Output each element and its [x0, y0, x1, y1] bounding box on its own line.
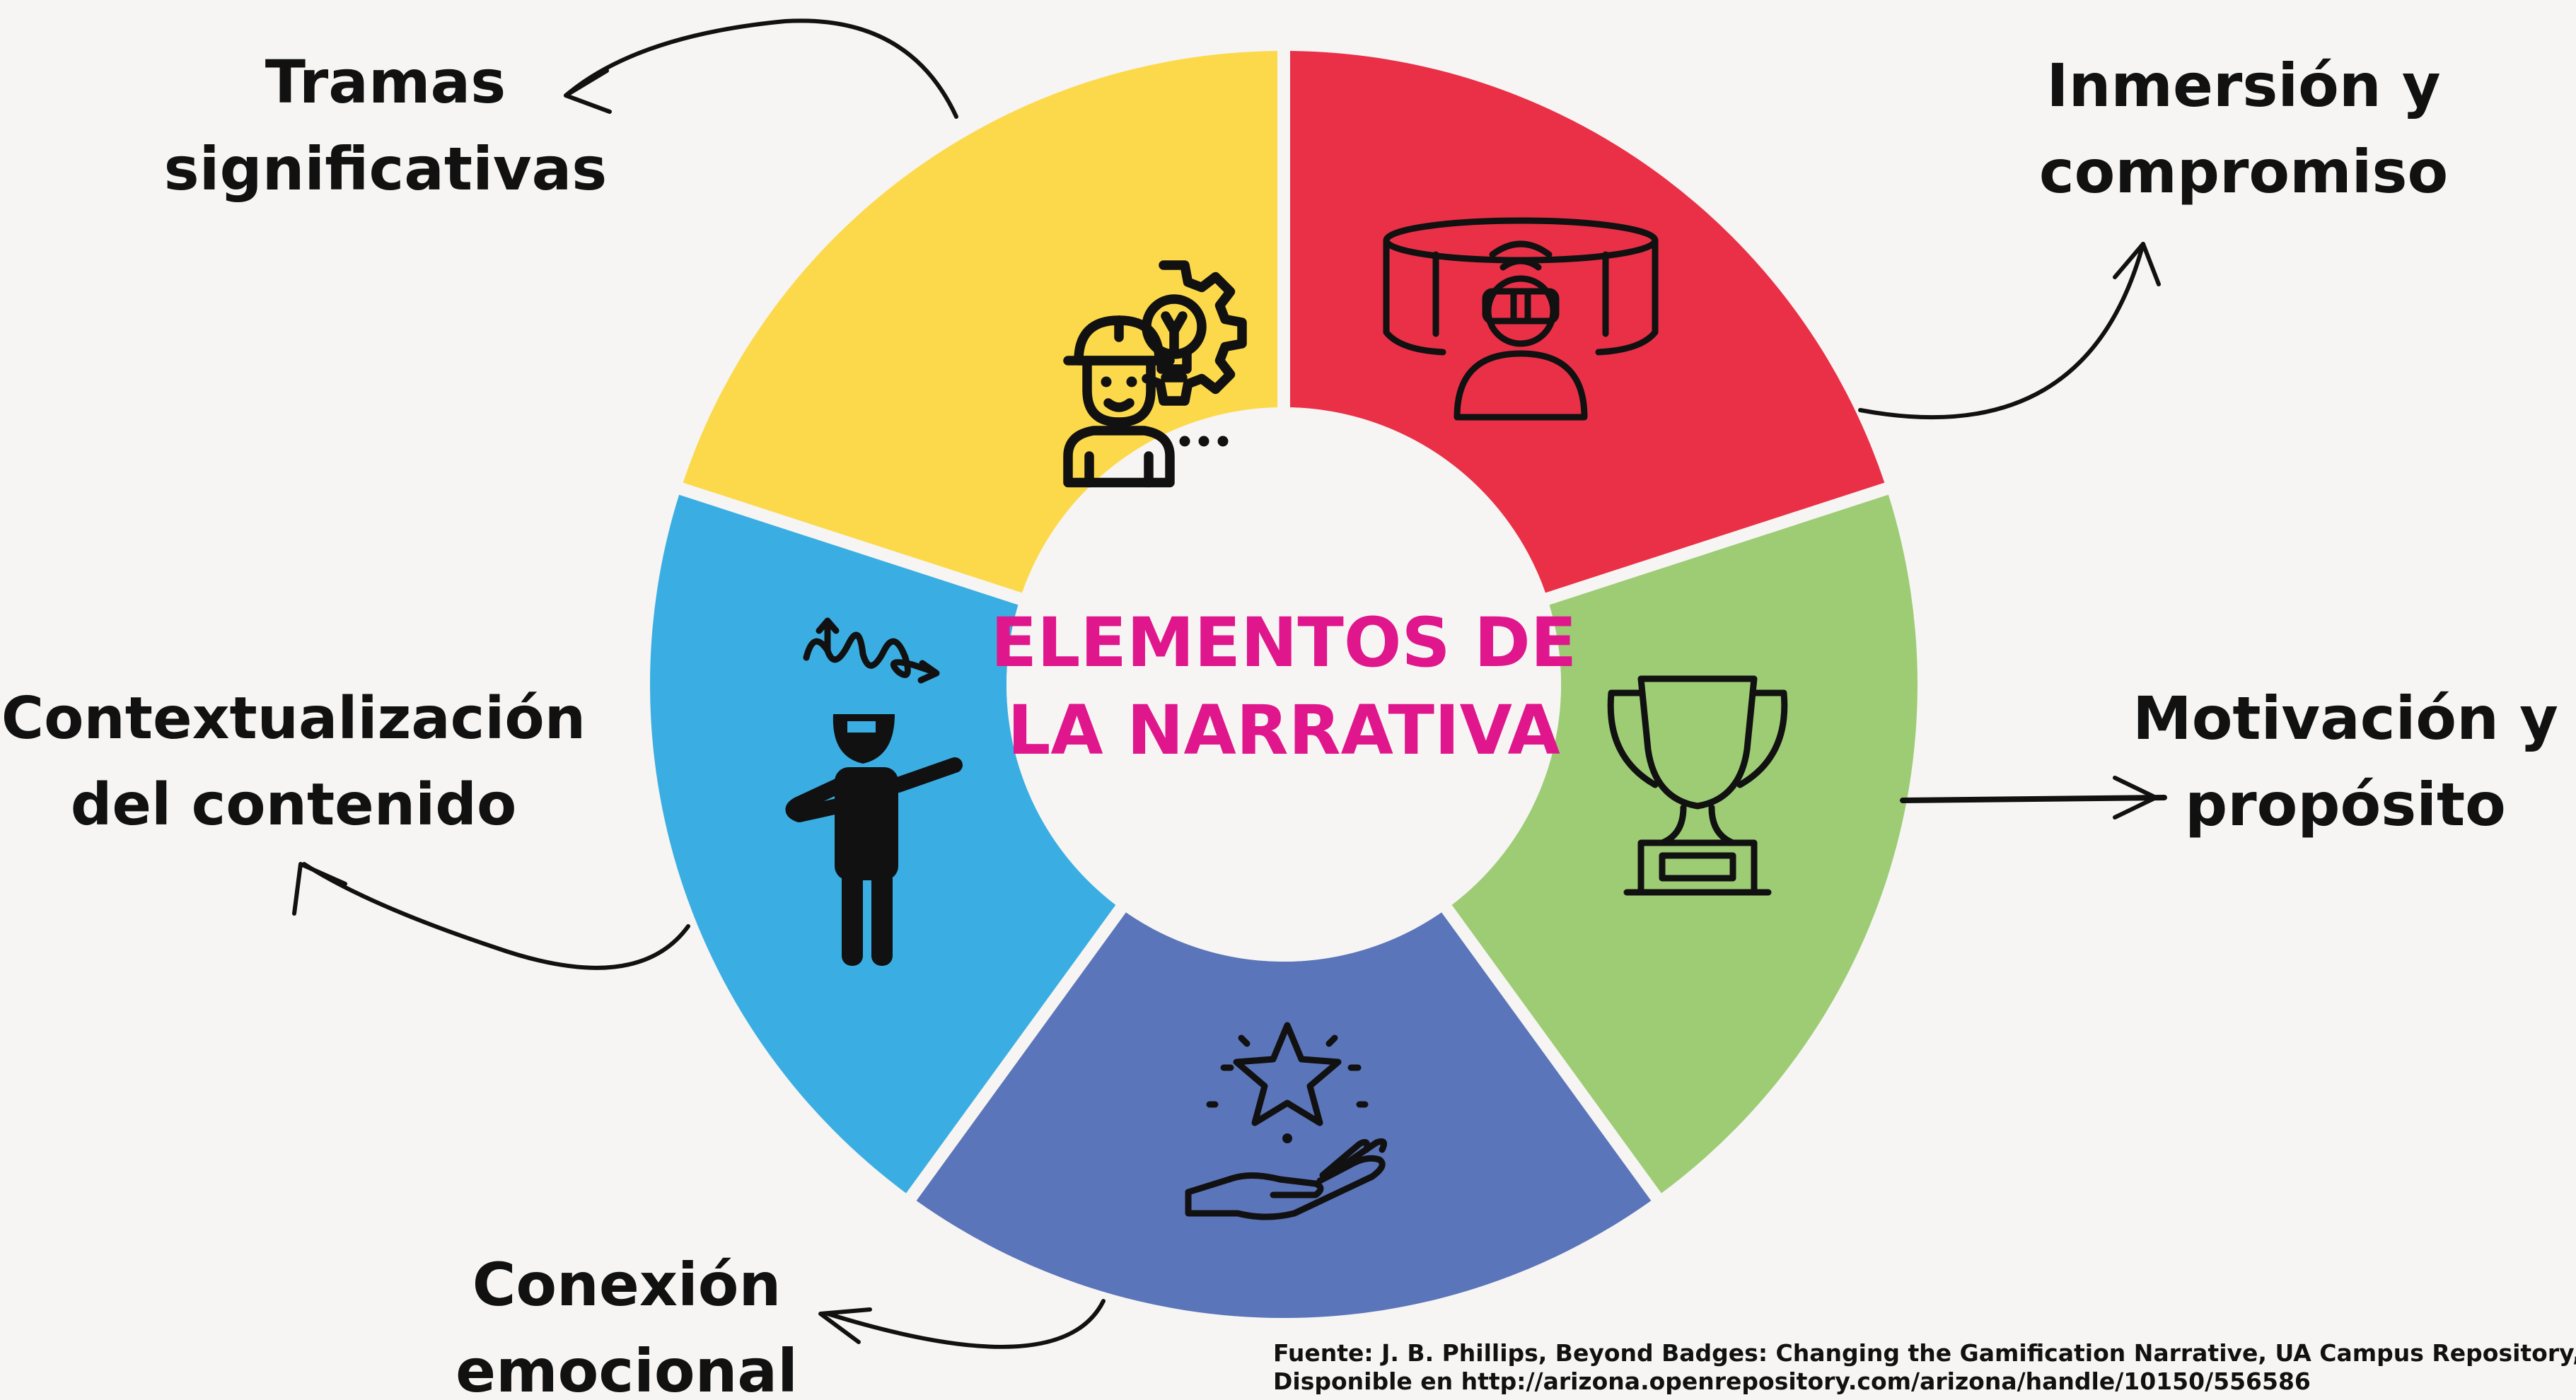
- label-inmersion-line-1: Inmersión y: [2046, 51, 2440, 120]
- trophy-icon: [1607, 675, 1788, 896]
- center-title-line-1: ELEMENTOS DE: [991, 603, 1577, 682]
- center-circle: [1006, 407, 1561, 962]
- label-inmersion: Inmersión y compromiso: [2039, 51, 2448, 206]
- hand-star-icon: [1185, 1022, 1388, 1220]
- label-conexion-line-1: Conexión: [472, 1250, 782, 1319]
- label-contextualizacion: Contextualización del contenido: [1, 685, 586, 839]
- arrow-inmersion: [1858, 242, 2161, 420]
- source-line-2: Disponible en http://arizona.openreposit…: [1273, 1367, 2311, 1395]
- arrow-motivacion: [1900, 776, 2167, 819]
- label-tramas: Tramas significativas: [164, 47, 608, 204]
- vr-immersion-icon: [1383, 217, 1659, 421]
- label-motivacion-line-2: propósito: [2185, 770, 2506, 839]
- segment-inmersion-compromiso: [1289, 51, 1885, 593]
- label-motivacion-line-1: Motivación y: [2133, 684, 2558, 753]
- center-title-line-2: LA NARRATIVA: [1007, 691, 1560, 770]
- label-contextualizacion-line-1: Contextualización: [1, 685, 586, 752]
- label-motivacion: Motivación y propósito: [2133, 684, 2558, 839]
- engineer-idea-gear-icon: [1063, 260, 1247, 488]
- arrow-contextualizacion: [292, 862, 690, 970]
- source-citation: Fuente: J. B. Phillips, Beyond Badges: C…: [1273, 1339, 2576, 1395]
- confused-person-icon: [785, 617, 963, 966]
- label-contextualizacion-line-2: del contenido: [71, 771, 517, 839]
- source-line-1: Fuente: J. B. Phillips, Beyond Badges: C…: [1273, 1339, 2576, 1367]
- label-conexion: Conexión emocional: [456, 1250, 798, 1400]
- arrow-conexion: [818, 1299, 1106, 1349]
- label-tramas-line-1: Tramas: [265, 47, 506, 117]
- segment-tramas-significativas: [683, 51, 1278, 593]
- label-tramas-line-2: significativas: [164, 134, 608, 204]
- label-conexion-line-2: emocional: [456, 1336, 798, 1400]
- segment-conexion-emocional: [916, 912, 1652, 1319]
- label-inmersion-line-2: compromiso: [2039, 137, 2448, 206]
- arrow-tramas: [564, 18, 958, 119]
